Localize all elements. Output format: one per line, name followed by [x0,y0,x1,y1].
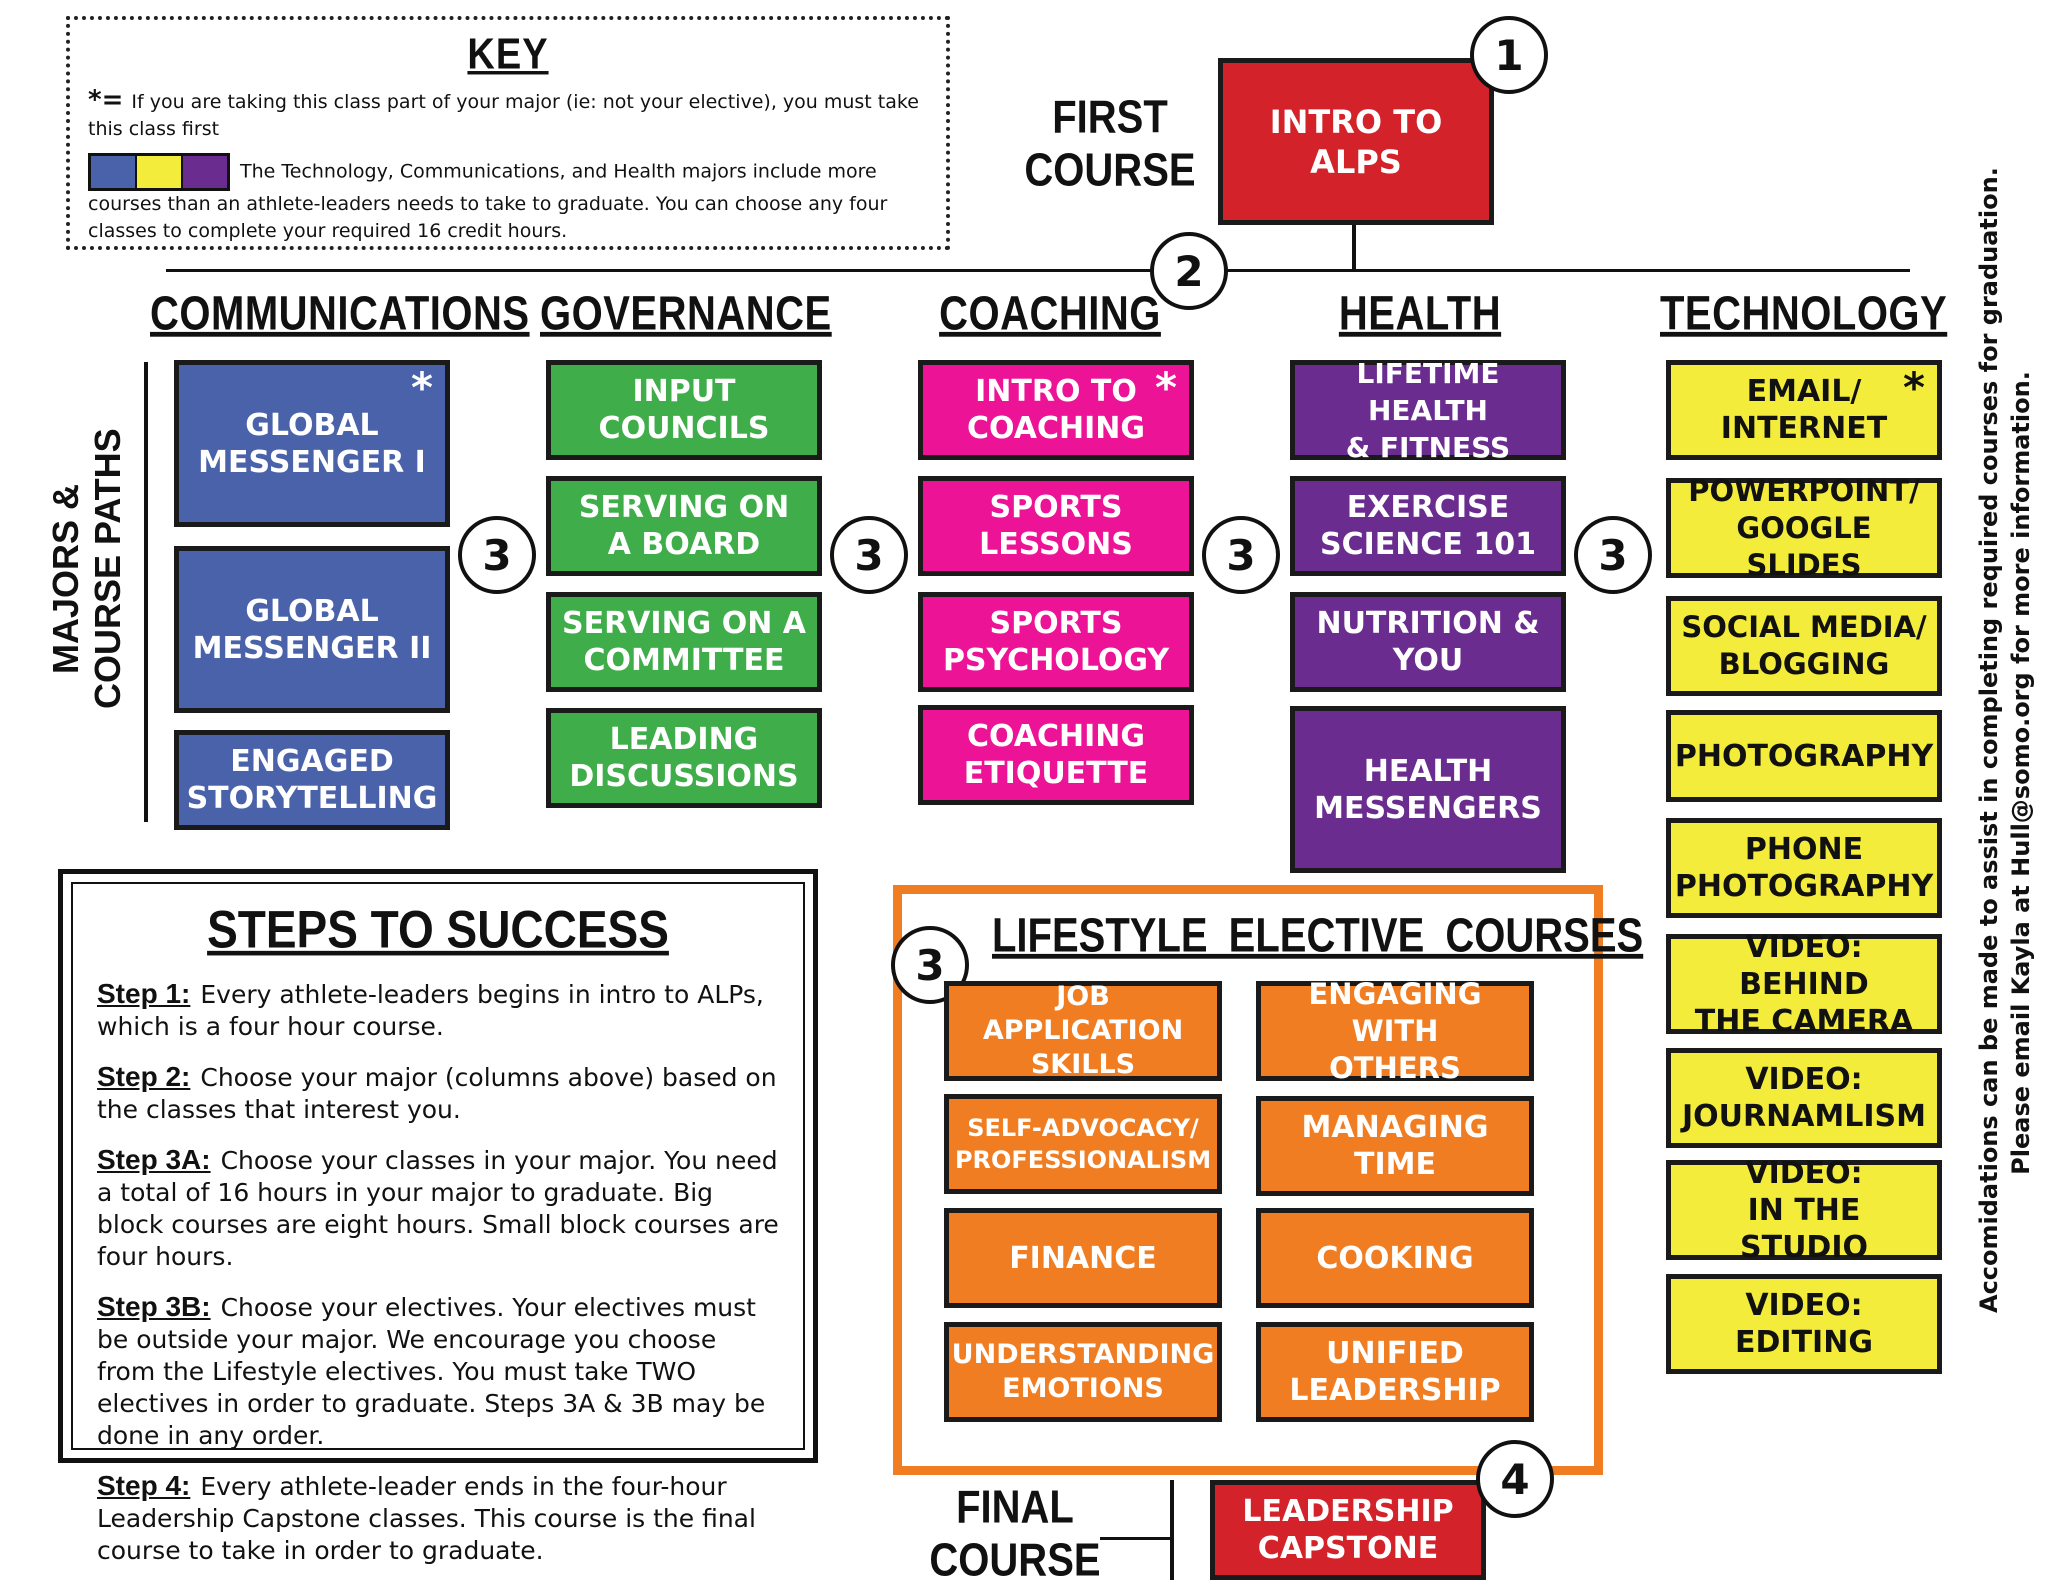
step-1: Step 1:Every athlete-leaders begins in i… [97,978,764,1041]
heading-health: HEALTH [1338,287,1502,341]
course-video-journalism[interactable]: VIDEO:JOURNAMLISM [1666,1048,1942,1148]
step-1-circle: 1 [1470,16,1548,94]
final-connector-line [1100,1537,1172,1540]
swatch-blue [91,156,137,188]
key-star-symbol: *= [88,85,124,115]
course-video-in-the-studio[interactable]: VIDEO:IN THE STUDIO [1666,1156,1942,1265]
swatch-purple [183,156,227,188]
step-3-circle: 3 [458,516,536,594]
step-4-circle: 4 [1476,1440,1554,1518]
step-4: Step 4:Every athlete-leader ends in the … [97,1470,756,1565]
course-email-internet[interactable]: EMAIL/INTERNET * [1666,360,1942,460]
key-color-explanation: The Technology, Communications, and Heal… [88,153,928,245]
swatch-yellow [137,156,183,188]
key-star-text: If you are taking this class part of you… [88,91,919,140]
final-bracket-line [1170,1480,1174,1580]
course-lifetime-health-fitness[interactable]: LIFETIME HEALTH& FITNESS [1290,357,1566,464]
first-class-star: * [411,363,433,412]
first-class-star: * [1155,363,1177,412]
connector-line [1352,225,1356,271]
first-course-label: FIRST COURSE [1024,92,1196,196]
course-finance[interactable]: FINANCE [944,1208,1222,1308]
key-star-explanation: *=If you are taking this class part of y… [88,87,928,143]
step-3b: Step 3B:Choose your electives. Your elec… [97,1291,766,1450]
heading-coaching: COACHING [939,287,1161,341]
step-2: Step 2:Choose your major (columns above)… [97,1061,777,1124]
course-self-advocacy-professionalism[interactable]: SELF-ADVOCACY/PROFESSIONALISM [944,1094,1222,1194]
accommodations-note: Accomidations can be made to assist in c… [1975,167,2035,1313]
course-social-media-blogging[interactable]: SOCIAL MEDIA/BLOGGING [1666,596,1942,696]
electives-title: LIFESTYLE ELECTIVE COURSES [992,909,1644,963]
key-box: KEY *=If you are taking this class part … [66,16,950,250]
key-title: KEY [467,30,549,80]
step-3-circle: 3 [1574,516,1652,594]
key-color-swatches [88,153,230,191]
final-course-label: FINAL COURSE [929,1482,1101,1586]
heading-technology: TECHNOLOGY [1660,287,1948,341]
majors-divider-line [166,269,1910,272]
heading-governance: GOVERNANCE [540,287,832,341]
course-powerpoint-google-slides[interactable]: POWERPOINT/GOOGLE SLIDES [1666,474,1942,582]
heading-communications: COMMUNICATIONS [150,287,530,341]
majors-side-line [144,362,148,822]
step-2-circle: 2 [1150,232,1228,310]
step-3a: Step 3A:Choose your classes in your majo… [97,1144,779,1271]
lifestyle-electives-box: LIFESTYLE ELECTIVE COURSES [893,885,1644,1475]
course-cooking[interactable]: COOKING [1256,1208,1534,1308]
course-video-editing[interactable]: VIDEO:EDITING [1666,1274,1942,1374]
course-photography[interactable]: PHOTOGRAPHY [1666,710,1942,802]
step-3-circle: 3 [1202,516,1280,594]
course-nutrition-and-you[interactable]: NUTRITION &YOU [1290,592,1566,692]
steps-title: STEPS TO SUCCESS [207,899,669,959]
steps-to-success-box: STEPS TO SUCCESS Step 1:Every athlete-le… [58,869,818,1565]
step-3-circle: 3 [830,516,908,594]
first-class-star: * [1903,363,1925,412]
majors-side-label: MAJORS & COURSE PATHS [45,428,128,709]
key-color-text: The Technology, Communications, and Heal… [88,160,888,243]
